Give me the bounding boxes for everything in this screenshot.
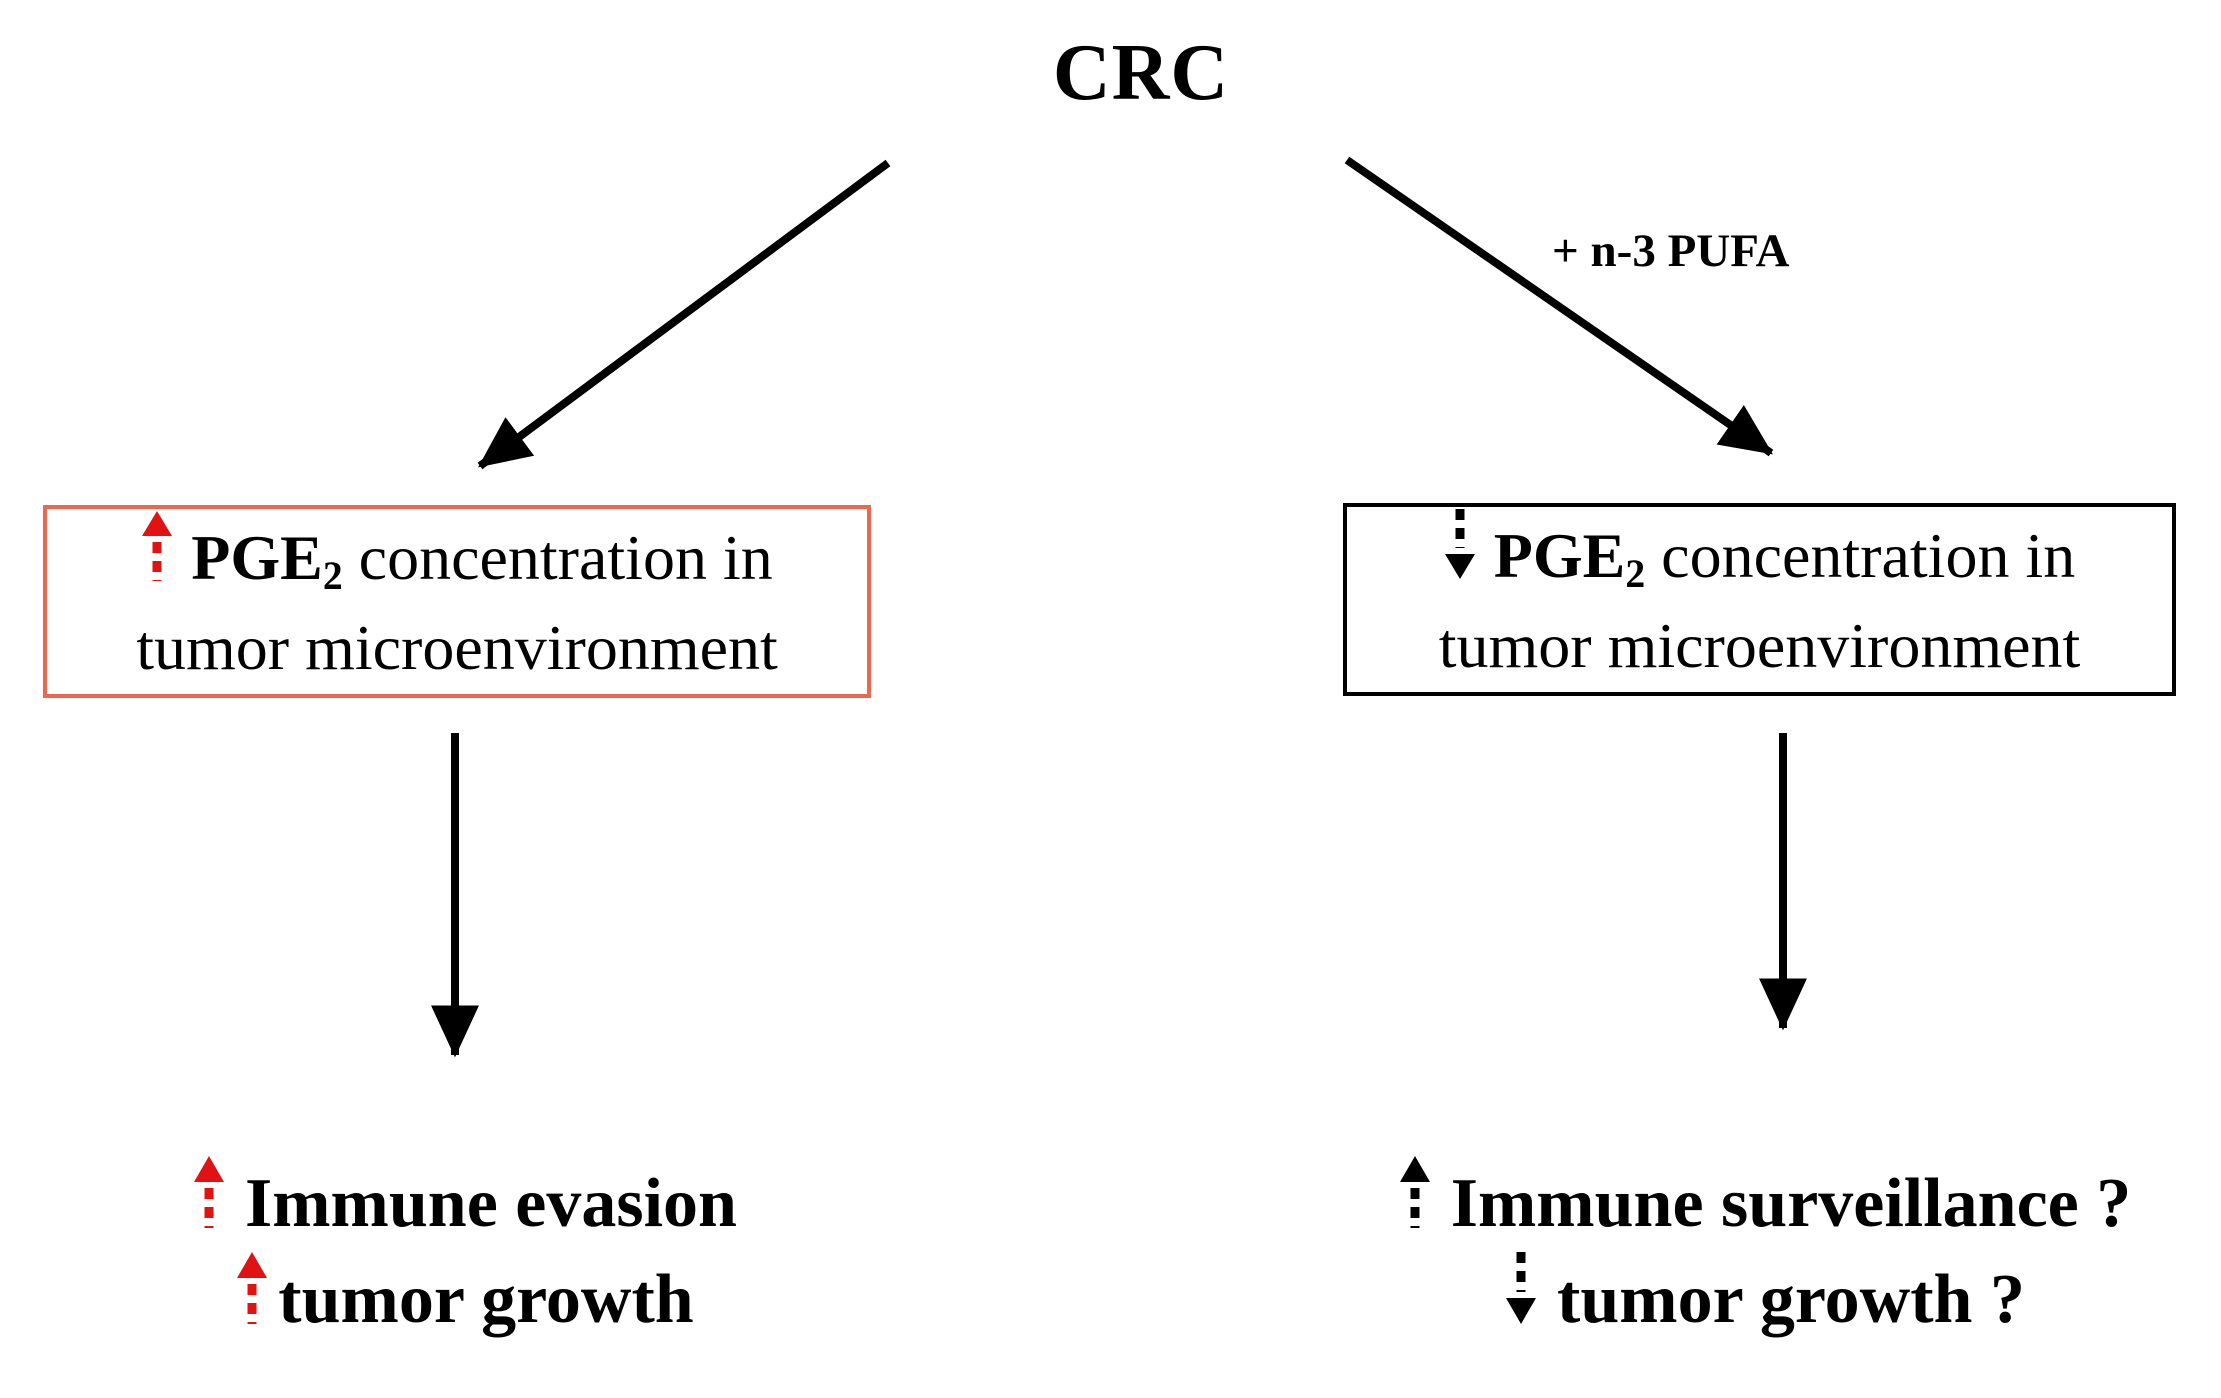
- red-dashed-up-arrow-icon: [236, 1252, 268, 1348]
- black-dashed-up-arrow-icon: [1399, 1156, 1431, 1252]
- crc-node: CRC: [1052, 29, 1230, 117]
- black-dashed-down-arrow-icon: [1444, 509, 1476, 602]
- pge2-increase-line1: PGE2 concentration in: [141, 511, 773, 604]
- tumor-growth-down-text: tumor growth ?: [1557, 1261, 2025, 1338]
- n3-pufa-label: + n-3 PUFA: [1552, 225, 1790, 277]
- crc-to-right-box-arrow: [1344, 156, 1774, 457]
- pge2-decrease-line1: PGE2 concentration in: [1444, 509, 2075, 602]
- immune-surveillance-line: Immune surveillance ?: [1360, 1156, 2170, 1252]
- pge2-increase-line2: tumor microenvironment: [136, 612, 778, 683]
- pge2-decrease-text: PGE2 concentration in: [1493, 519, 2076, 596]
- pge2-increase-box: PGE2 concentration in tumor microenviron…: [43, 505, 871, 698]
- tumor-growth-up-text: tumor growth: [278, 1261, 694, 1338]
- tumor-growth-up-line: tumor growth: [90, 1252, 840, 1348]
- pge2-increase-text: PGE2 concentration in: [191, 521, 773, 598]
- red-dashed-up-arrow-icon: [141, 511, 173, 604]
- left-outcome-block: Immune evasion tumor growth: [90, 1156, 840, 1348]
- red-dashed-up-arrow-icon: [193, 1156, 225, 1252]
- immune-evasion-text: Immune evasion: [245, 1165, 737, 1242]
- crc-to-left-box-arrow: [477, 159, 891, 470]
- immune-surveillance-text: Immune surveillance ?: [1450, 1165, 2132, 1242]
- pge2-decrease-line2: tumor microenvironment: [1438, 610, 2081, 681]
- pge2-decrease-box: PGE2 concentration in tumor microenviron…: [1343, 503, 2176, 696]
- immune-evasion-line: Immune evasion: [90, 1156, 840, 1252]
- right-outcome-block: Immune surveillance ? tumor growth ?: [1360, 1156, 2170, 1348]
- black-dashed-down-arrow-icon: [1505, 1252, 1537, 1348]
- tumor-growth-down-line: tumor growth ?: [1360, 1252, 2170, 1348]
